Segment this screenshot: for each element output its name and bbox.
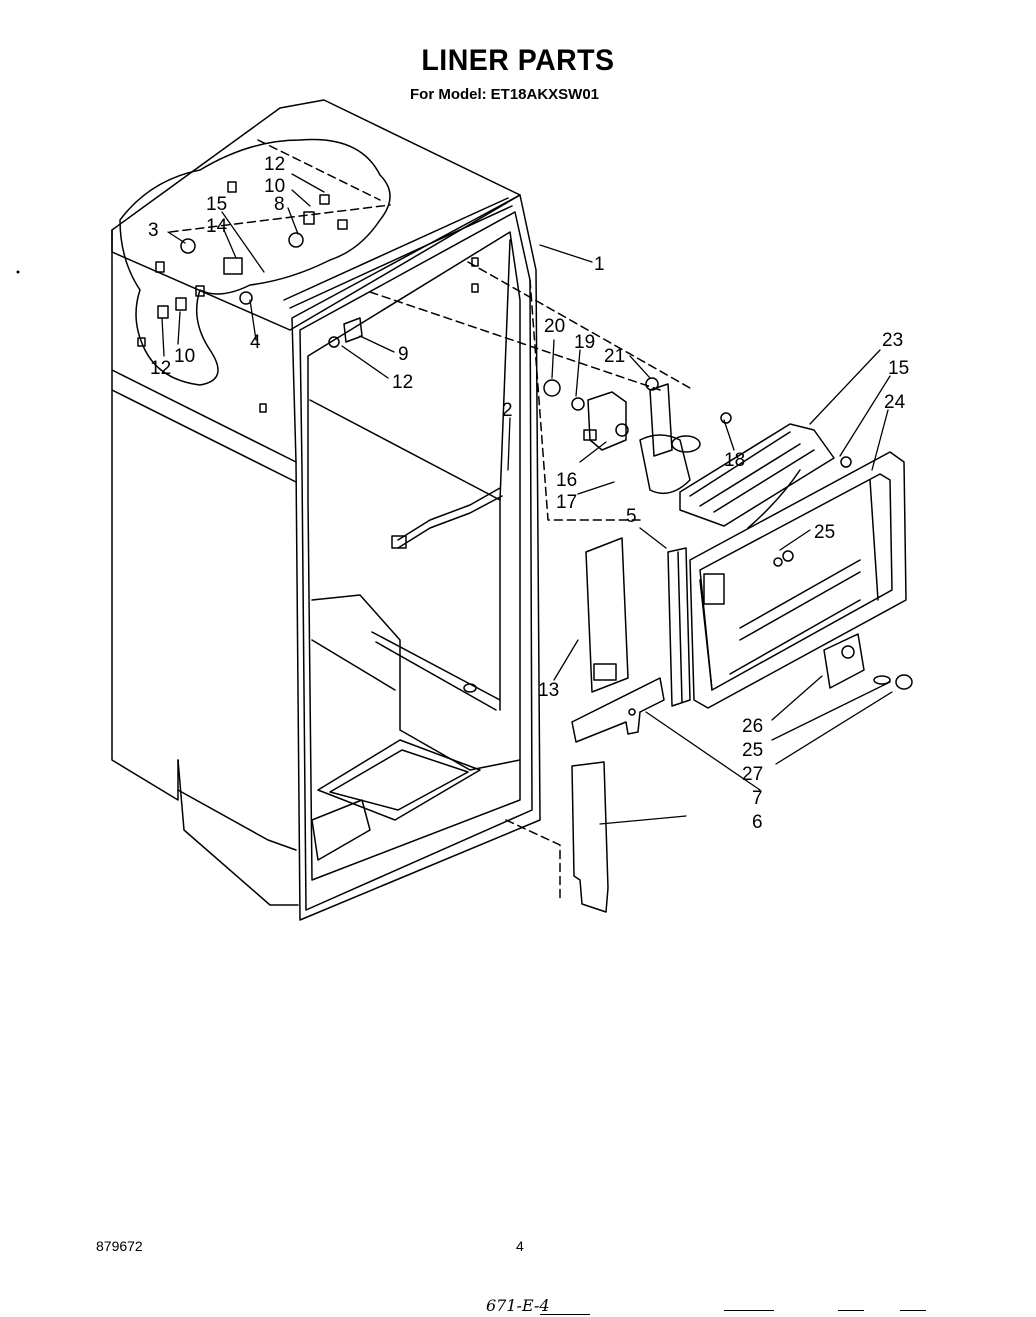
footer-rule-1	[724, 1310, 774, 1311]
callout-16: 16	[556, 470, 577, 491]
callout-19: 19	[574, 332, 595, 353]
callout-3: 3	[148, 220, 159, 241]
leader-lines	[161, 173, 893, 825]
callout-10-left: 10	[174, 346, 195, 367]
callout-8: 8	[274, 194, 285, 215]
callout-10-top: 10	[264, 176, 285, 197]
callout-27: 27	[742, 764, 763, 785]
callout-24: 24	[884, 392, 906, 413]
callout-15-top: 15	[206, 194, 227, 215]
callout-17: 17	[556, 492, 577, 513]
callout-21: 21	[604, 346, 625, 367]
callout-15-right: 15	[888, 358, 909, 379]
evaporator-cover	[679, 423, 852, 529]
duct-parts	[571, 537, 691, 913]
back-panel	[689, 451, 907, 709]
callout-20: 20	[544, 316, 565, 337]
callout-14: 14	[206, 216, 228, 237]
cabinet-body	[111, 99, 691, 921]
callout-12-top: 12	[264, 154, 285, 175]
mounting-hardware	[773, 557, 913, 690]
callout-12-front: 12	[392, 372, 413, 393]
callout-13: 13	[538, 680, 559, 701]
handwritten-note: 671-E-4	[486, 1296, 550, 1315]
callout-23: 23	[882, 330, 903, 351]
footer-rule-2	[838, 1310, 864, 1311]
callout-25-upper: 25	[814, 522, 835, 543]
callout-5: 5	[626, 506, 637, 527]
callout-25-lower: 25	[742, 740, 763, 761]
callout-18: 18	[724, 450, 745, 471]
model-label: For Model:	[410, 86, 487, 103]
callout-2: 2	[502, 400, 513, 421]
callout-1: 1	[594, 254, 605, 275]
callout-labels: 1 2 3 4 5 6 7 8 9 10 10 12 12 12 13 14 1…	[148, 154, 909, 833]
callout-4: 4	[250, 332, 261, 353]
callout-7: 7	[752, 788, 763, 809]
drawing-part-number: 879672	[96, 1238, 143, 1254]
model-number: ET18AKXSW01	[490, 86, 600, 103]
footer-rule-3	[900, 1310, 926, 1311]
model-subtitle: For Model:ET18AKXSW01	[410, 86, 603, 103]
fan-motor-assembly	[543, 377, 732, 495]
handwritten-underline	[540, 1314, 590, 1315]
callout-6: 6	[752, 812, 763, 833]
callout-9: 9	[398, 344, 409, 365]
page-title: LINER PARTS	[421, 44, 615, 77]
page-number: 4	[516, 1238, 524, 1254]
callout-26: 26	[742, 716, 763, 737]
callout-12-left: 12	[150, 358, 171, 379]
